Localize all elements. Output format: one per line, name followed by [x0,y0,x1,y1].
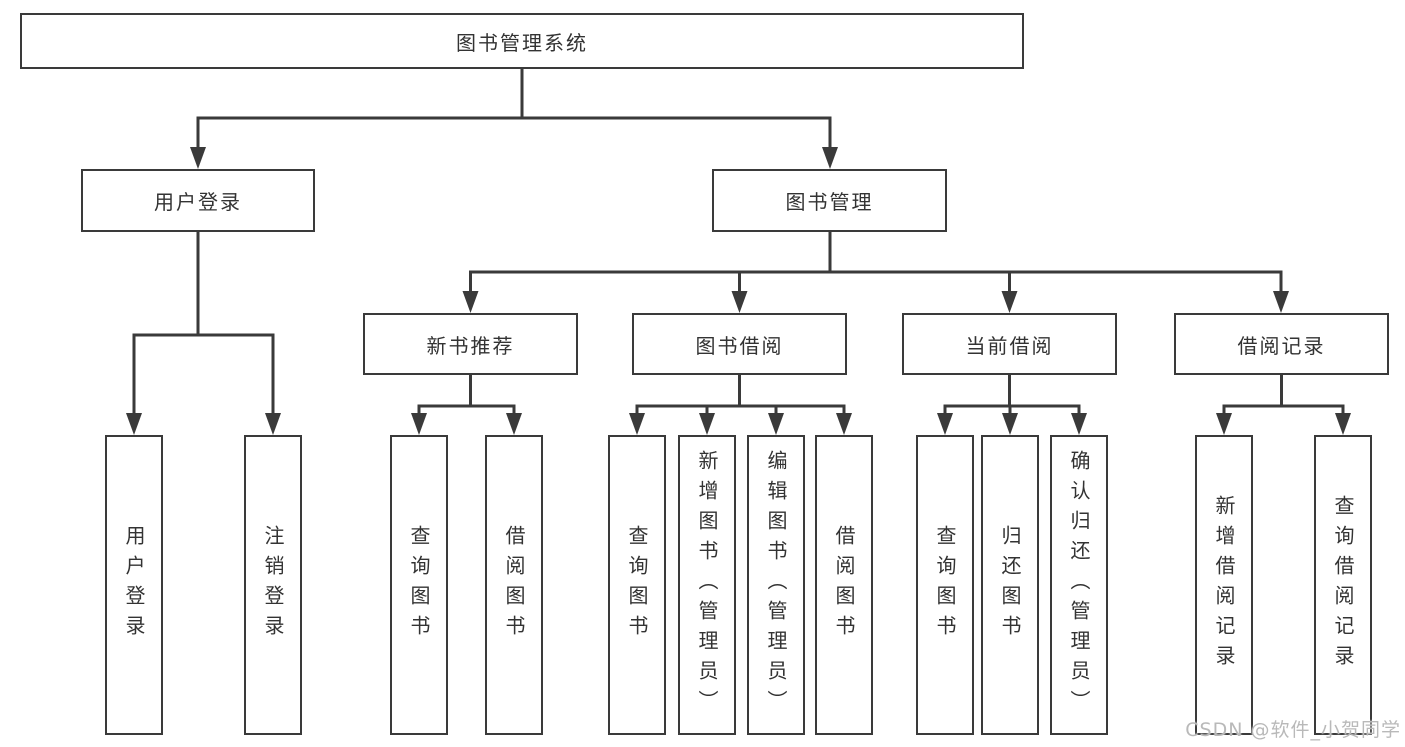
node-root: 图书管理系统 [20,13,1024,69]
arrow-down-icon [1001,291,1018,313]
node-book-mgmt: 图书管理 [712,169,947,232]
connector-new-book-children [411,375,522,435]
arrow-down-icon [126,413,142,435]
node-current-borrow: 当前借阅 [902,313,1117,375]
node-new-book: 新书推荐 [363,313,578,375]
leaf-query-books-newbook: 查询图书 [390,435,448,735]
leaf-return-books: 归还图书 [981,435,1039,735]
arrow-down-icon [937,413,953,435]
connector-borrow-record-children [1216,375,1351,435]
node-borrow-record-label: 借阅记录 [1237,333,1326,358]
leaf-edit-books-admin: 编辑图书（管理员） [747,435,805,735]
connector-book-borrow-children [629,375,852,435]
arrow-down-icon [836,413,852,435]
leaf-borrow-books-label: 借阅图书 [832,525,856,645]
leaf-query-borrow-record: 查询借阅记录 [1314,435,1372,735]
leaf-query-borrow-record-label: 查询借阅记录 [1331,495,1355,675]
node-borrow-record: 借阅记录 [1174,313,1389,375]
leaf-add-borrow-record: 新增借阅记录 [1195,435,1253,735]
node-book-borrow-label: 图书借阅 [695,333,784,358]
leaf-user-login: 用户登录 [105,435,163,735]
leaf-query-books-borrow-label: 查询图书 [625,525,649,645]
arrow-down-icon [462,291,479,313]
arrow-down-icon [411,413,427,435]
connector-book-mgmt-children [462,232,1289,313]
arrow-down-icon [1002,413,1018,435]
arrow-down-icon [629,413,645,435]
node-user-login-label: 用户登录 [154,190,242,214]
leaf-confirm-return-admin-label: 确认归还（管理员） [1067,450,1091,720]
arrow-down-icon [699,413,715,435]
leaf-borrow-books-newbook-label: 借阅图书 [502,525,526,645]
connector-current-borrow-children [937,375,1087,435]
leaf-confirm-return-admin: 确认归还（管理员） [1050,435,1108,735]
leaf-add-books-admin-label: 新增图书（管理员） [695,450,719,720]
leaf-add-borrow-record-label: 新增借阅记录 [1212,495,1236,675]
arrow-down-icon [265,413,281,435]
leaf-edit-books-admin-label: 编辑图书（管理员） [764,450,788,720]
leaf-logout: 注销登录 [244,435,302,735]
arrow-down-icon [1071,413,1087,435]
arrow-down-icon [731,291,748,313]
node-new-book-label: 新书推荐 [426,333,515,358]
node-user-login: 用户登录 [81,169,315,232]
node-current-borrow-label: 当前借阅 [965,333,1054,358]
connector-root-children [190,69,838,169]
arrow-down-icon [822,147,838,169]
arrow-down-icon [190,147,206,169]
leaf-logout-label: 注销登录 [261,525,285,645]
leaf-return-books-label: 归还图书 [998,525,1022,645]
leaf-borrow-books-newbook: 借阅图书 [485,435,543,735]
arrow-down-icon [768,413,784,435]
node-book-mgmt-label: 图书管理 [785,190,874,214]
leaf-borrow-books: 借阅图书 [815,435,873,735]
leaf-query-books-newbook-label: 查询图书 [407,525,431,645]
leaf-query-books-current-label: 查询图书 [933,525,957,645]
arrow-down-icon [1273,291,1289,313]
connector-user-login-children [126,232,281,435]
node-book-borrow: 图书借阅 [632,313,847,375]
node-root-label: 图书管理系统 [456,30,588,55]
leaf-query-books-borrow: 查询图书 [608,435,666,735]
arrow-down-icon [1335,413,1351,435]
csdn-watermark: CSDN @软件_小贺同学 [1185,719,1401,741]
arrow-down-icon [1216,413,1232,435]
leaf-query-books-current: 查询图书 [916,435,974,735]
arrow-down-icon [506,413,522,435]
leaf-add-books-admin: 新增图书（管理员） [678,435,736,735]
leaf-user-login-label: 用户登录 [122,525,146,645]
